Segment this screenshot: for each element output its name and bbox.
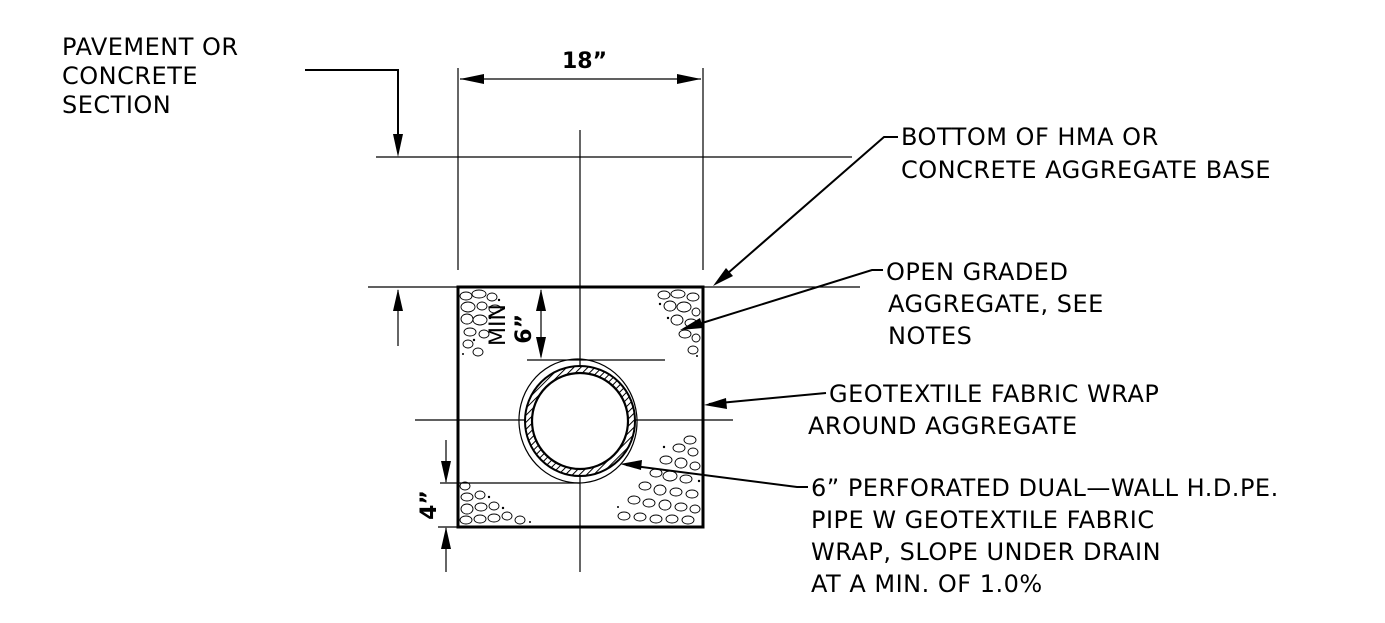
aggregate-cluster-bottom-left <box>459 481 531 525</box>
aggregate-cluster-bottom-right <box>617 435 701 525</box>
pipe-label-line-1: 6” PERFORATED DUAL—WALL H.D.PE. <box>811 474 1279 502</box>
cover-dimension-suffix: MIN <box>486 304 511 346</box>
pipe-fabric-wrap <box>518 358 638 484</box>
cover-dimension-value: 6” <box>512 314 537 344</box>
pipe-label-line-2: PIPE W GEOTEXTILE FABRIC <box>811 506 1155 534</box>
bottom-hma-label-line-2: CONCRETE AGGREGATE BASE <box>901 156 1271 184</box>
pipe-label-line-4: AT A MIN. OF 1.0% <box>811 570 1043 598</box>
open-graded-leader <box>680 269 883 330</box>
pavement-label-line-2: CONCRETE <box>62 62 198 90</box>
geotextile-label-line-1: GEOTEXTILE FABRIC WRAP <box>829 380 1159 408</box>
width-dimension: 18” <box>457 49 704 270</box>
open-graded-label-line-1: OPEN GRADED <box>886 258 1068 286</box>
perforated-pipe <box>518 358 638 484</box>
bedding-arrow-top <box>441 461 451 483</box>
pavement-label: PAVEMENT OR CONCRETE SECTION <box>62 33 247 119</box>
pipe-interior <box>530 371 630 471</box>
aggregate-cluster-top-left <box>459 289 502 357</box>
geotextile-label: GEOTEXTILE FABRIC WRAP AROUND AGGREGATE <box>808 380 1168 440</box>
pipe-label-line-3: WRAP, SLOPE UNDER DRAIN <box>811 538 1161 566</box>
bedding-dimension: 4” <box>417 440 451 572</box>
pipe-leader <box>620 460 808 488</box>
geotextile-label-line-2: AROUND AGGREGATE <box>808 412 1078 440</box>
pipe-label: 6” PERFORATED DUAL—WALL H.D.PE. PIPE W G… <box>811 474 1287 598</box>
bottom-hma-leader <box>713 136 898 286</box>
pavement-leader <box>305 69 403 157</box>
dim-arrow-left <box>460 74 484 84</box>
aggregate-texture <box>459 289 701 525</box>
bottom-hma-label: BOTTOM OF HMA OR CONCRETE AGGREGATE BASE <box>901 123 1271 184</box>
cover-arrow-top <box>536 289 546 311</box>
cover-dimension-text: 6” MIN <box>486 304 537 346</box>
cover-arrow-bottom <box>536 337 546 359</box>
trench-outline <box>456 285 705 529</box>
geotextile-leader <box>704 392 827 409</box>
pavement-label-line-3: SECTION <box>62 91 171 119</box>
pavement-label-line-1: PAVEMENT OR <box>62 33 239 61</box>
open-graded-label-line-3: NOTES <box>888 322 972 350</box>
width-dimension-text: 18” <box>562 49 607 74</box>
open-graded-label-line-2: AGGREGATE, SEE <box>888 290 1104 318</box>
open-graded-label: OPEN GRADED AGGREGATE, SEE NOTES <box>886 258 1112 350</box>
cover-dimension: 6” MIN <box>486 289 546 359</box>
dim-arrow-right <box>677 74 701 84</box>
bottom-hma-label-line-1: BOTTOM OF HMA OR <box>901 123 1159 151</box>
bedding-arrow-bottom <box>441 527 451 549</box>
top-leader-arrow <box>393 289 403 346</box>
bedding-dimension-text: 4” <box>417 490 442 520</box>
